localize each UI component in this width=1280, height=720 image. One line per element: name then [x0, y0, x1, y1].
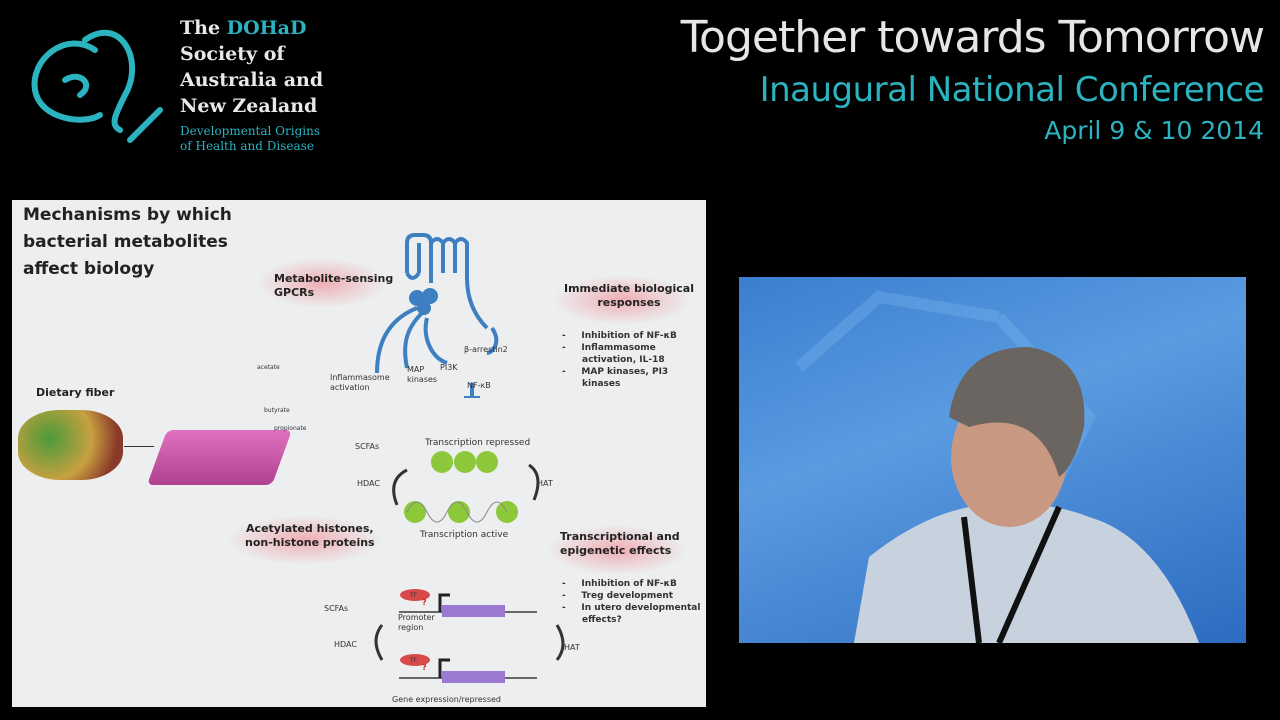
conference-title: Together towards Tomorrow — [680, 12, 1265, 63]
list-item: - Treg development — [562, 591, 674, 601]
list-item: - In utero developmental effects? — [562, 603, 701, 625]
question-mark: ? — [422, 598, 427, 607]
metabolite-butyrate: butyrate — [264, 407, 290, 414]
conference-date: April 9 & 10 2014 — [1044, 116, 1264, 145]
logo-subtitle: of Health and Disease — [180, 139, 314, 153]
metabolite-propionate: propionate — [274, 425, 307, 432]
scfas-label: SCFAs — [355, 442, 380, 451]
list-item: - Inhibition of NF-κB — [562, 579, 677, 589]
hdac-label: HDAC — [334, 640, 357, 649]
gene-caption: Gene expression/repressed — [392, 695, 501, 704]
logo-line: Australia and — [180, 69, 324, 91]
transcription-repressed: Transcription repressed — [425, 438, 531, 448]
question-mark: ? — [422, 663, 427, 672]
scfas-label: SCFAs — [324, 604, 349, 613]
metabolite-acetate: acetate — [257, 364, 280, 371]
tf-label: TF — [410, 657, 418, 664]
tf-label: TF — [410, 592, 418, 599]
nucleosome-diagram — [392, 451, 540, 523]
logo-line: DOHaD — [226, 17, 307, 39]
transcriptional-list: - Inhibition of NF-κB - Treg development… — [562, 578, 702, 626]
pathway-arrestin: β-arrestin2 — [464, 345, 508, 354]
conference-subtitle: Inaugural National Conference — [759, 70, 1265, 110]
gut-image — [146, 430, 293, 485]
logo-subtitle: Developmental Origins — [180, 124, 321, 138]
logo-text: The DOHaD Society of Australia and New Z… — [180, 15, 323, 119]
logo-line: Society of — [180, 43, 285, 65]
list-item: - MAP kinases, PI3 kinases — [562, 367, 669, 389]
list-item: - Inflammasome activation, IL-18 — [562, 343, 665, 365]
gpcr-diagram — [375, 233, 499, 398]
arrow-icon — [124, 446, 154, 447]
immediate-list: - Inhibition of NF-κB - Inflammasome act… — [562, 330, 692, 390]
hat-label: HAT — [564, 643, 580, 652]
pathway-pi3k: PI3K — [440, 363, 458, 372]
logo-line: New Zealand — [180, 95, 318, 117]
gene-diagram — [374, 589, 565, 683]
hdac-label: HDAC — [357, 479, 380, 488]
food-image — [18, 410, 123, 480]
logo-line: The — [180, 17, 227, 39]
speaker-image — [795, 290, 1199, 643]
transcription-active: Transcription active — [420, 530, 509, 540]
acetylated-label: Acetylated histones,non-histone proteins — [245, 522, 375, 549]
list-item: - Inhibition of NF-κB — [562, 331, 677, 341]
dietary-fiber-label: Dietary fiber — [36, 386, 115, 399]
dohad-logo-icon — [31, 29, 163, 143]
hat-label: HAT — [537, 479, 553, 488]
speaker-video — [739, 277, 1246, 643]
pathway-nfkb: NF-κB — [467, 381, 491, 390]
